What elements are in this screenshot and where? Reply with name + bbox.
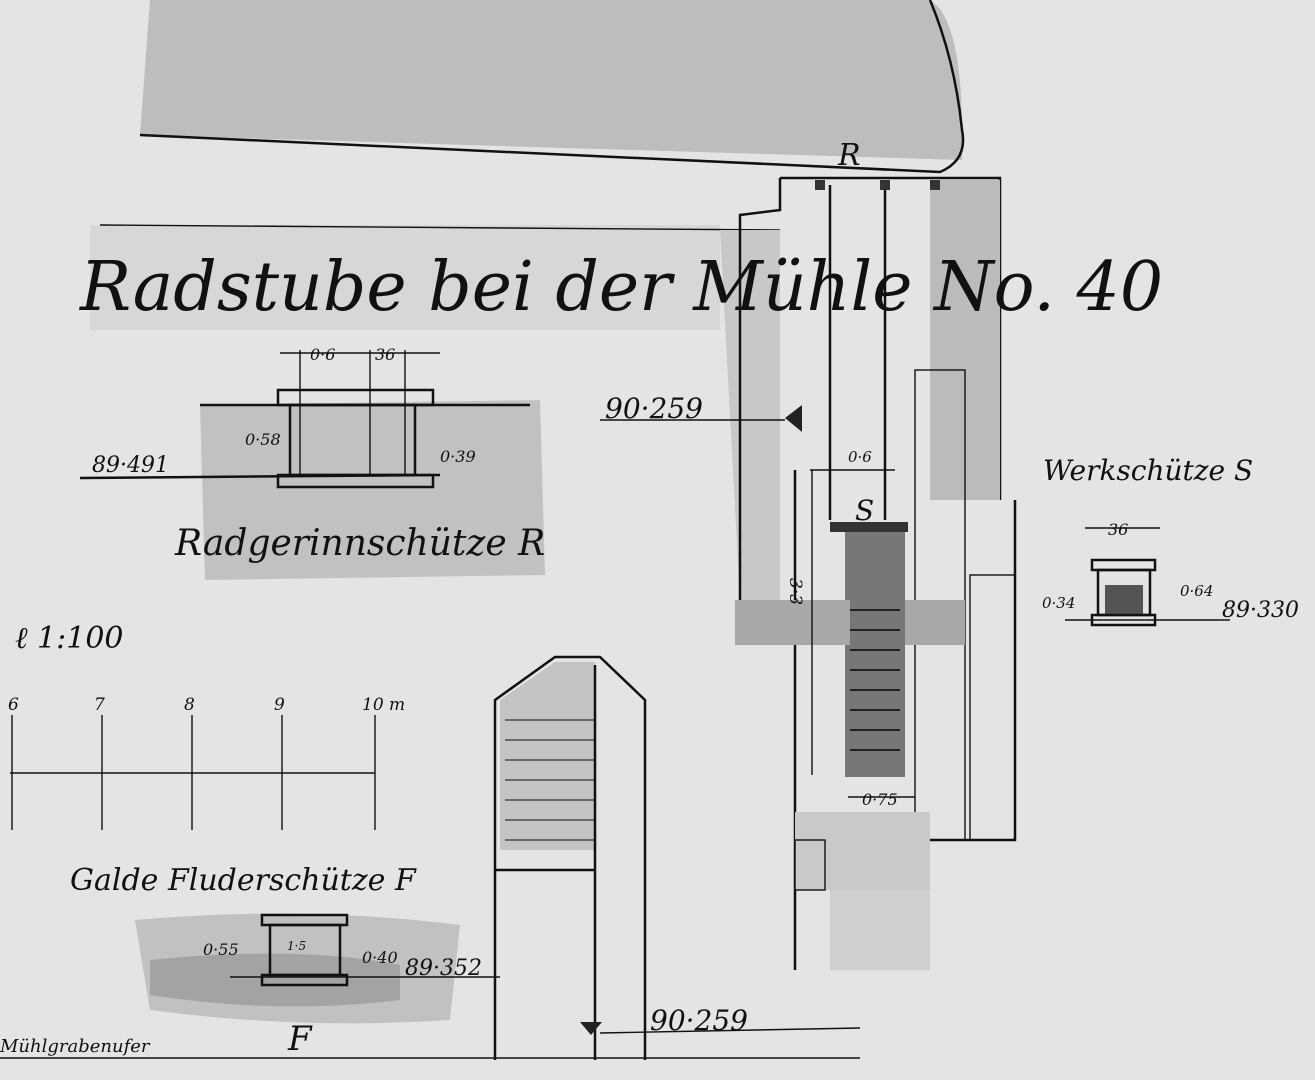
marker-S: S <box>855 494 874 527</box>
scale-label: ℓ 1:100 <box>15 621 124 656</box>
dim-F-height-left: 0·55 <box>203 940 239 959</box>
right-lower-wall <box>969 574 1016 841</box>
post-2 <box>880 180 890 190</box>
lower-channel-wash <box>795 812 930 890</box>
wheel-paddles <box>850 609 900 751</box>
radgerinn-label: Radgerinnschütze R <box>174 523 545 564</box>
wheel-shaft <box>735 600 850 645</box>
roof-lines <box>505 719 595 841</box>
drawing-title: Radstube bei der Mühle No. 40 <box>78 248 1163 327</box>
scale-tick-7: 7 <box>94 695 105 715</box>
dim-S-post: 36 <box>1108 520 1128 539</box>
dim-S-height-left: 0·34 <box>1042 594 1075 612</box>
post-3 <box>930 180 940 190</box>
dim-R-height-right: 0·39 <box>440 447 476 466</box>
gable-building <box>493 655 647 1060</box>
werk-label: Werkschütze S <box>1043 454 1253 487</box>
title-wash <box>90 225 720 330</box>
dim-R-height-left: 0·58 <box>245 430 281 449</box>
dim-F-height-right: 0·40 <box>362 948 398 967</box>
dim-length: 3·3 <box>785 578 805 605</box>
shaft-bearing <box>905 600 965 645</box>
bank-label: Mühlgrabenufer <box>0 1036 151 1057</box>
radgerinn-wash <box>200 400 545 580</box>
level-triangle-lower-icon <box>580 1022 602 1035</box>
level-R: 89·491 <box>92 453 169 478</box>
dim-R-width: 0·6 <box>310 345 335 364</box>
scale-ticks <box>11 715 376 830</box>
scale-tick-6: 6 <box>8 695 19 715</box>
dim-wheel-width: 0·75 <box>862 790 898 809</box>
rule-line <box>99 224 781 231</box>
level-lower-line <box>599 1027 861 1034</box>
scale-tick-8: 8 <box>184 695 195 715</box>
lower-block <box>794 839 826 891</box>
post-1 <box>815 180 825 190</box>
top-band-outline <box>139 0 965 174</box>
dim-F-inner: 1·5 <box>287 939 306 953</box>
gate-S-bar <box>830 522 908 532</box>
dim-channel-width: 0·6 <box>848 448 872 466</box>
dim-R-post: 36 <box>375 345 395 364</box>
gate-S-board <box>1105 585 1143 615</box>
level-triangle-icon <box>785 405 802 432</box>
marker-F: F <box>287 1019 313 1059</box>
gate-S-cap <box>1090 558 1157 572</box>
level-S: 89·330 <box>1222 598 1299 623</box>
top-wash-band <box>140 0 963 160</box>
fluder-wash-dark <box>150 953 400 1007</box>
dim-S-height-right: 0·64 <box>1180 582 1213 600</box>
tailrace-wash <box>830 890 930 970</box>
fluder-label: Galde Fluderschütze F <box>70 863 417 898</box>
scale-tick-9: 9 <box>274 695 285 715</box>
roof-shading <box>500 662 595 850</box>
wall-wash <box>720 230 780 600</box>
scale-tick-10: 10 m <box>362 695 405 715</box>
gate-F-sill <box>260 973 349 987</box>
water-wheel <box>845 532 905 777</box>
gate-R-sill <box>276 473 435 489</box>
marker-R: R <box>837 138 861 173</box>
